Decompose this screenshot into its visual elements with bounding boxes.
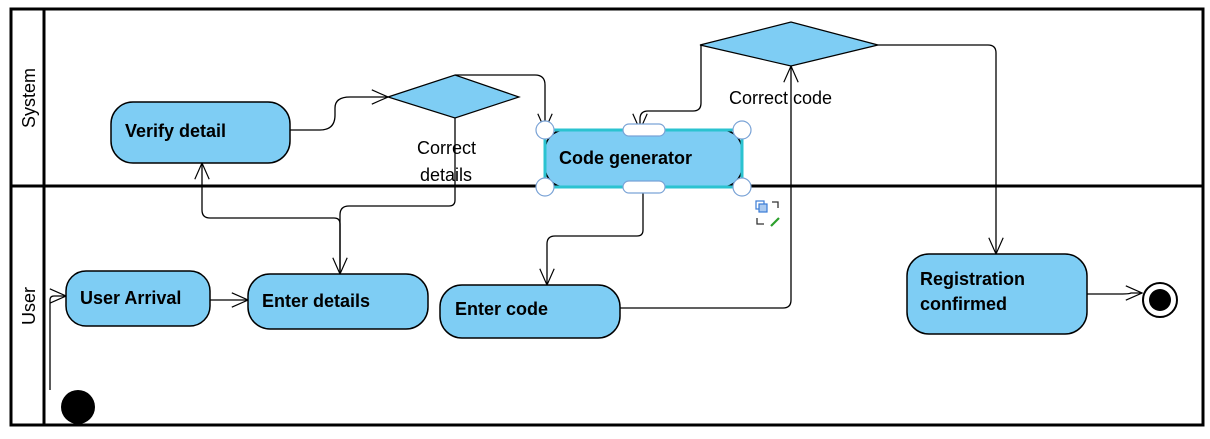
- flow-entercode-to-decision: [620, 66, 791, 309]
- guard-label-correct-details-1: Correct: [417, 138, 476, 158]
- action-label-line1: Registration: [920, 269, 1025, 289]
- flow-decision-to-registration: [878, 44, 996, 254]
- flow-registration-to-end: [1087, 293, 1142, 294]
- action-enter-details[interactable]: Enter details: [247, 273, 429, 330]
- action-label: Code generator: [559, 148, 692, 168]
- decision-correct-code[interactable]: [699, 21, 879, 67]
- resize-handle-top[interactable]: [622, 123, 666, 137]
- shape-resize-tools-icon[interactable]: [755, 200, 780, 227]
- guard-label-correct-code: Correct code: [729, 88, 832, 108]
- action-registration-confirmed[interactable]: Registration confirmed: [906, 253, 1088, 335]
- action-enter-code[interactable]: Enter code: [439, 284, 621, 339]
- final-node[interactable]: [1142, 282, 1178, 318]
- flow-codegen-to-entercode: [547, 187, 644, 285]
- action-label: Enter details: [262, 291, 370, 311]
- control-flows: [49, 44, 1142, 390]
- action-code-generator[interactable]: Code generator: [543, 128, 744, 189]
- action-label: User Arrival: [80, 288, 181, 308]
- swimlane-frame: [9, 7, 1205, 427]
- decision-correct-details[interactable]: [386, 74, 521, 119]
- selection-handles[interactable]: [535, 120, 752, 197]
- flow-decision-to-codegen: [455, 74, 545, 130]
- action-user-arrival[interactable]: User Arrival: [65, 270, 211, 327]
- resize-handle-top-left[interactable]: [535, 120, 555, 140]
- guard-label-correct-details-2: details: [420, 165, 472, 185]
- action-label-line2: confirmed: [920, 294, 1007, 314]
- flow-decision-to-details: [340, 118, 456, 274]
- flow-start-to-arrival: [49, 296, 66, 390]
- resize-handle-bottom-right[interactable]: [732, 177, 752, 197]
- lane-label-user: User: [19, 287, 39, 325]
- resize-handle-bottom-left[interactable]: [535, 177, 555, 197]
- resize-handle-top-right[interactable]: [732, 120, 752, 140]
- action-verify-detail[interactable]: Verify detail: [110, 101, 291, 164]
- lane-label-system: System: [19, 68, 39, 128]
- flow-decision-to-codegen-retry: [640, 45, 702, 130]
- resize-handle-bottom[interactable]: [622, 180, 666, 194]
- initial-node[interactable]: [61, 390, 95, 424]
- action-label: Enter code: [455, 299, 548, 319]
- flow-details-to-verify: [202, 163, 341, 274]
- flow-verify-to-decision: [290, 97, 388, 131]
- action-label: Verify detail: [125, 121, 226, 141]
